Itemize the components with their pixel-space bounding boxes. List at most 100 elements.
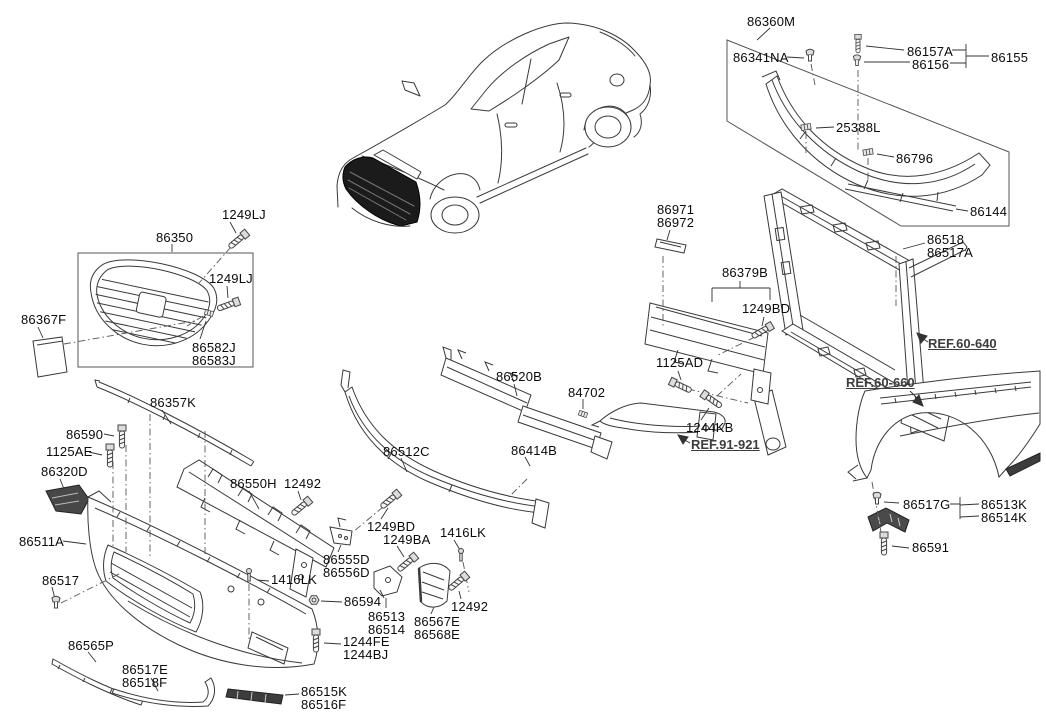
clip-icon-86517 bbox=[51, 595, 61, 609]
bracket-86555D bbox=[329, 517, 353, 546]
label-1244FE: 1244FE bbox=[343, 634, 390, 649]
label-86360M: 86360M bbox=[747, 14, 796, 29]
drl-lamp-unit bbox=[590, 402, 726, 441]
side-support-86567E bbox=[417, 563, 451, 608]
label-86516F: 86516F bbox=[301, 697, 347, 712]
part-box-86360M bbox=[726, 39, 1010, 227]
label-86582J: 86582J bbox=[192, 340, 236, 355]
ref-link-91-921[interactable]: REF.91-921 bbox=[691, 437, 760, 452]
bolt-icon-1249BA bbox=[395, 551, 420, 574]
label-86155: 86155 bbox=[991, 50, 1029, 65]
label-86414B: 86414B bbox=[511, 443, 558, 458]
label-86156: 86156 bbox=[912, 57, 950, 72]
part-86360M-cover bbox=[765, 75, 991, 197]
label-86971: 86971 bbox=[657, 202, 695, 217]
bolt-icon-12492-1 bbox=[289, 495, 314, 518]
label-86594: 86594 bbox=[344, 594, 382, 609]
label-86567E: 86567E bbox=[414, 614, 461, 629]
label-25388L: 25388L bbox=[836, 120, 881, 135]
bolt-icon-1249LJ-2 bbox=[215, 296, 242, 314]
label-86591: 86591 bbox=[912, 540, 950, 555]
label-86568E: 86568E bbox=[414, 627, 461, 642]
ref-arrows bbox=[677, 332, 929, 445]
bracket-86513 bbox=[373, 565, 403, 599]
label-12492-2: 12492 bbox=[451, 599, 489, 614]
ref-link-60-640[interactable]: REF.60-640 bbox=[928, 336, 997, 351]
label-86565P: 86565P bbox=[68, 638, 115, 653]
label-86514K: 86514K bbox=[981, 510, 1028, 525]
clip-icon-86341NA bbox=[805, 48, 815, 62]
clip-icon-86796 bbox=[862, 148, 874, 156]
label-86517: 86517 bbox=[42, 573, 80, 588]
bolt-icon-1244KB bbox=[699, 389, 724, 411]
label-1249BA: 1249BA bbox=[383, 532, 431, 547]
bolt-icon-86591 bbox=[879, 531, 889, 556]
hood-seal-molding-86357K bbox=[94, 379, 255, 467]
bolt-icon-1125AE bbox=[105, 443, 115, 468]
active-air-flap-86379B bbox=[644, 302, 772, 405]
label-86550H: 86550H bbox=[230, 476, 277, 491]
pin-icon-1416LK-1 bbox=[458, 548, 464, 562]
label-86367F: 86367F bbox=[21, 312, 67, 327]
front-fender bbox=[847, 370, 1041, 482]
label-1125AE: 1125AE bbox=[46, 444, 93, 459]
bolt-icon-1249BD-2 bbox=[378, 488, 403, 511]
label-86583J: 86583J bbox=[192, 353, 236, 368]
label-86320D: 86320D bbox=[41, 464, 88, 479]
nut-icon-86594 bbox=[308, 595, 320, 605]
label-86144: 86144 bbox=[970, 204, 1008, 219]
vehicle-illustration bbox=[336, 22, 651, 234]
label-86972: 86972 bbox=[657, 215, 695, 230]
protector-film-86367F bbox=[32, 336, 68, 378]
radiator-grille-86350 bbox=[89, 259, 218, 347]
label-86350: 86350 bbox=[156, 230, 194, 245]
label-86513: 86513 bbox=[368, 609, 406, 624]
part-86144-strip bbox=[844, 183, 957, 212]
ref-link-60-660[interactable]: REF.60-660 bbox=[846, 375, 915, 390]
label-86515K: 86515K bbox=[301, 684, 348, 699]
bolt-icon-1244FE bbox=[311, 628, 321, 653]
label-1249BD-1: 1249BD bbox=[742, 301, 791, 316]
label-86514: 86514 bbox=[368, 622, 406, 637]
label-1244KB: 1244KB bbox=[686, 420, 734, 435]
label-86379B: 86379B bbox=[722, 265, 769, 280]
cover-86320D bbox=[45, 484, 90, 515]
leader-lines bbox=[37, 27, 989, 696]
label-84702: 84702 bbox=[568, 385, 606, 400]
label-86556D: 86556D bbox=[323, 565, 370, 580]
bolt-icon-86590 bbox=[117, 424, 127, 449]
label-86517A: 86517A bbox=[927, 245, 974, 260]
label-86513K: 86513K bbox=[981, 497, 1028, 512]
strip-86515K bbox=[225, 688, 284, 705]
clip-icon-25388L bbox=[800, 123, 812, 131]
label-86518F: 86518F bbox=[122, 675, 168, 690]
label-86511A: 86511A bbox=[19, 534, 65, 549]
bolt-icon-12492-2 bbox=[446, 570, 471, 593]
bumper-rail-86550H bbox=[176, 459, 335, 598]
air-guard-strip-86971 bbox=[654, 238, 687, 254]
clip-icon-86156 bbox=[852, 54, 862, 66]
label-86517E: 86517E bbox=[122, 662, 169, 677]
clip-icon-84702 bbox=[577, 409, 589, 419]
bumper-upper-cover-group bbox=[726, 39, 1010, 227]
bumper-fascia-86511A bbox=[87, 490, 319, 668]
label-1249LJ-1: 1249LJ bbox=[222, 207, 266, 222]
label-1249BD-2: 1249BD bbox=[367, 519, 416, 534]
molding-86517E bbox=[111, 677, 216, 707]
label-86357K: 86357K bbox=[150, 395, 197, 410]
part-box-86350 bbox=[77, 252, 254, 368]
label-86517G: 86517G bbox=[903, 497, 951, 512]
label-86512C: 86512C bbox=[383, 444, 430, 459]
label-86520B: 86520B bbox=[496, 369, 543, 384]
lower-grille-trim-86512C bbox=[340, 369, 550, 529]
clip-icon-86517G bbox=[872, 491, 882, 505]
bolt-icon-1249LJ-1 bbox=[226, 228, 251, 251]
label-1249LJ-2: 1249LJ bbox=[209, 271, 253, 286]
label-1416LK-1: 1416LK bbox=[440, 525, 487, 540]
label-86157A: 86157A bbox=[907, 44, 954, 59]
label-1244BJ: 1244BJ bbox=[343, 647, 389, 662]
label-86590: 86590 bbox=[66, 427, 104, 442]
bolt-icon-86157A bbox=[854, 34, 862, 54]
